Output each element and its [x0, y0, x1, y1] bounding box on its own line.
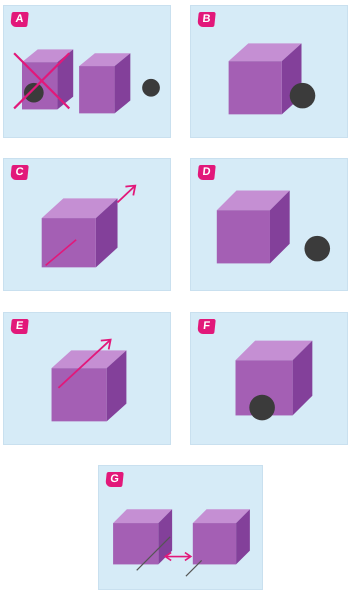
panel-b-illustration — [228, 43, 316, 115]
cube-top — [228, 43, 302, 62]
path-line-entering — [45, 239, 77, 266]
cube-side — [95, 198, 118, 268]
cube-right — [79, 53, 131, 114]
gap-double-arrow-right-head — [184, 551, 193, 562]
cube-right-front — [79, 66, 115, 114]
panel-f: F — [190, 312, 348, 445]
panel-c-illustration — [41, 184, 137, 268]
cube — [235, 340, 313, 416]
path-arrow-head — [100, 338, 112, 350]
cube — [228, 43, 302, 115]
panel-d: D — [190, 158, 348, 291]
cube-left-side — [158, 509, 173, 565]
panel-a: A — [3, 5, 171, 138]
cube-top — [216, 190, 290, 211]
cube — [216, 190, 290, 264]
panel-e-illustration — [51, 338, 127, 422]
cube-top — [41, 198, 118, 219]
ball — [249, 394, 275, 421]
panel-e: E — [3, 312, 171, 445]
cube-front — [41, 218, 96, 268]
cross-mark-line-2 — [13, 52, 71, 110]
panel-d-illustration — [216, 190, 331, 264]
edge-guide-line-left — [136, 536, 171, 571]
cube-side — [269, 190, 290, 264]
path-arrow-through-cube — [57, 339, 111, 389]
panel-a-illustration — [13, 49, 160, 114]
cube-front — [216, 210, 270, 264]
cube-left-top — [113, 509, 173, 524]
panel-f-illustration — [235, 340, 313, 421]
panel-g: G — [98, 465, 263, 590]
cube-front — [228, 61, 282, 115]
cube — [41, 198, 118, 268]
panel-g-illustration — [113, 509, 250, 577]
ball — [304, 235, 331, 262]
cube-top — [235, 340, 313, 361]
cube-side — [106, 350, 127, 422]
cube-right-front — [192, 523, 237, 565]
cube-right-side — [236, 509, 250, 565]
edge-guide-line-right — [185, 560, 203, 577]
ball — [289, 82, 316, 109]
cube-right-side — [114, 53, 131, 114]
panel-c: C — [3, 158, 171, 291]
cube-front — [51, 368, 107, 422]
cube-right-top — [79, 53, 131, 67]
cube-right — [192, 509, 250, 565]
ball-outside-cube — [142, 78, 160, 97]
cube — [51, 350, 127, 422]
cube-left-front — [113, 523, 159, 565]
path-arrow-head — [125, 184, 137, 196]
panel-b: B — [190, 5, 348, 138]
path-arrow-exiting — [116, 185, 135, 203]
ball-inside-cube — [23, 82, 44, 103]
cube-left-top — [21, 49, 74, 63]
cube-left — [113, 509, 173, 565]
cube-left-side — [57, 49, 74, 110]
gap-double-arrow-left-head — [163, 551, 172, 562]
cube-right-top — [192, 509, 250, 524]
cube-side — [292, 340, 313, 416]
